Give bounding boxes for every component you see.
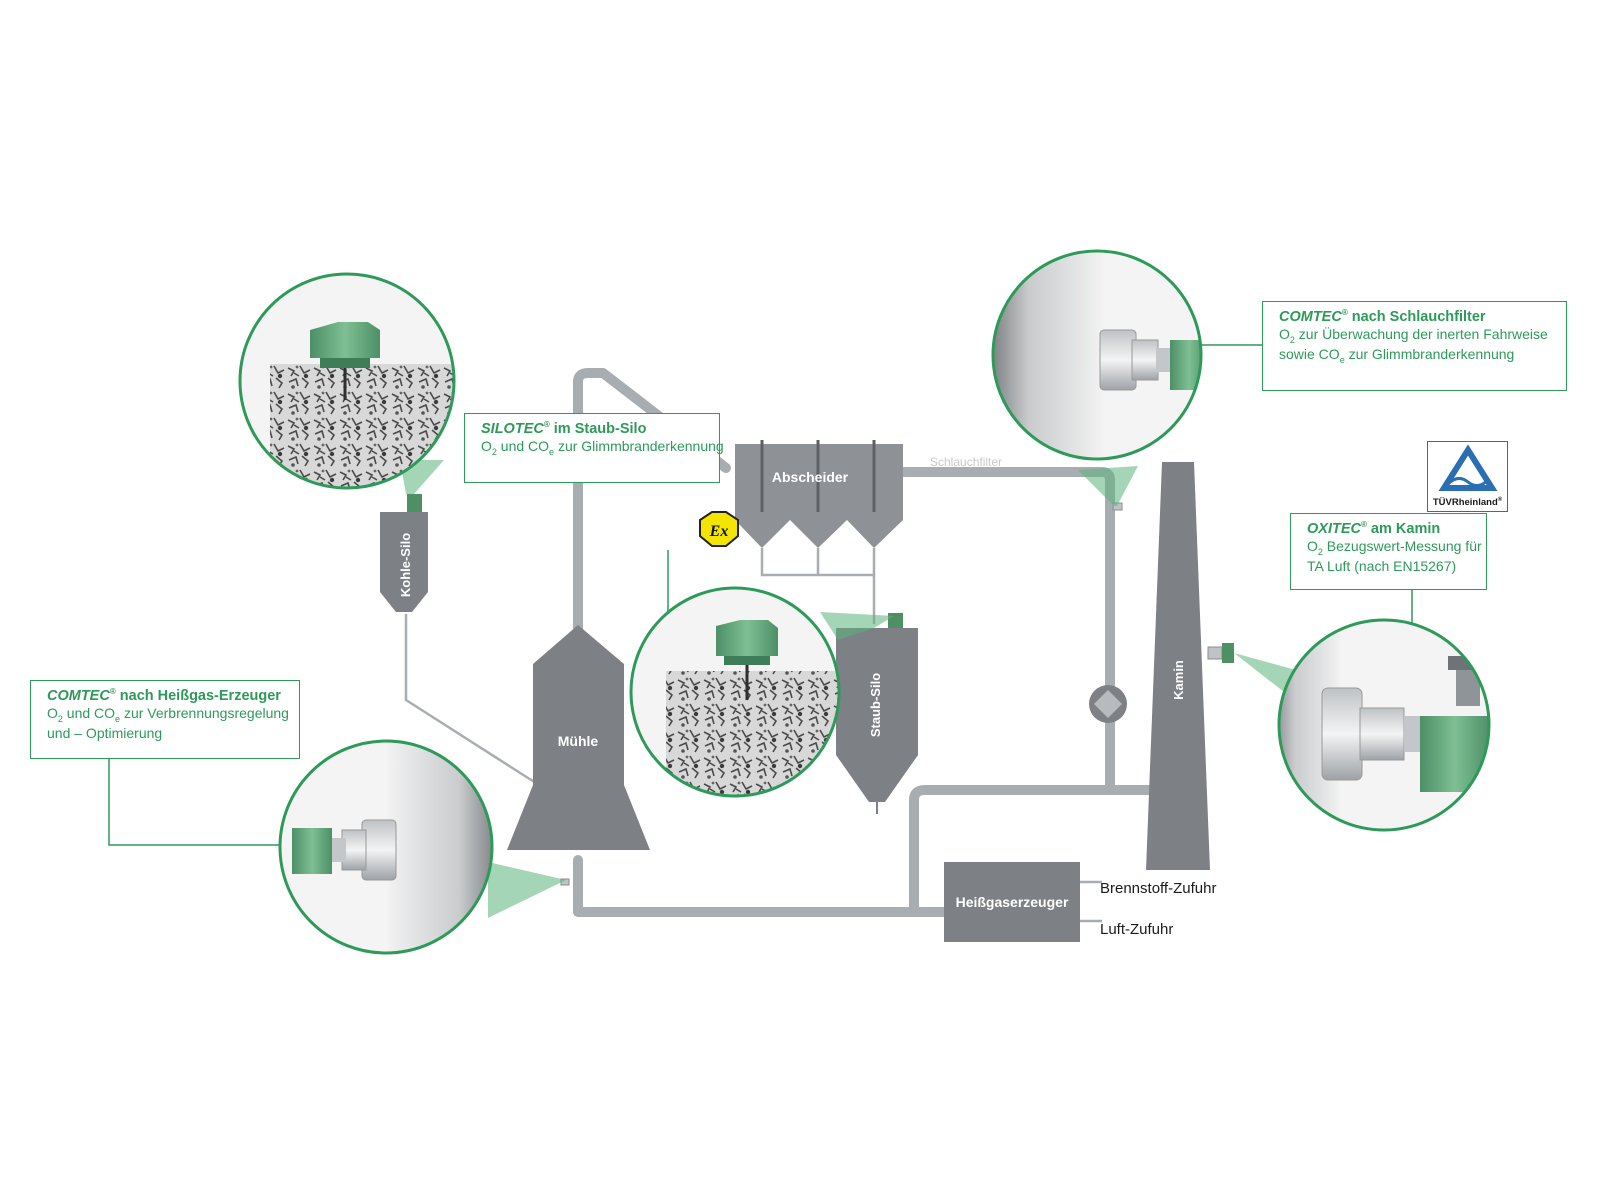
ex-hazard-icon: Ex [699,511,739,547]
tuv-triangle-icon [1438,444,1498,491]
detail-circle-oxitec [1277,618,1491,832]
sensor-marker-kamin-green [1222,643,1234,663]
connector-heissgas-box [108,758,282,846]
sensor-markers [560,502,1234,886]
comtec-schlauch-infobox: COMTEC® nach Schlauchfilter O2 zur Überw… [1262,301,1567,391]
pipe-muehle-to-abscheider [573,368,731,635]
kohle-silo-label: Kohle-Silo [398,533,413,597]
silotec-title: SILOTEC® im Staub-Silo [481,420,647,437]
staub-silo-label: Staub-Silo [868,673,883,737]
beam-heissgas [488,862,566,918]
comtec-heissgas-title: COMTEC® nach Heißgas-Erzeuger [47,687,281,704]
pipe-schlauch-to-kamin [1105,765,1165,795]
muehle-label: Mühle [558,733,599,749]
fan-icon [1089,685,1127,723]
comtec-heissgas-line2: und – Optimierung [47,725,163,742]
oxitec-line2: TA Luft (nach EN15267) [1307,558,1457,575]
pipe-abscheider-to-schlauchfilter [899,467,1115,775]
oxitec-infobox: OXITEC® am Kamin O2 Bezugswert-Messung f… [1290,513,1487,590]
schlauchfilter-label: Schlauchfilter [930,455,1002,469]
pipe-kamin-to-heissgas [909,785,1163,917]
heissgaserzeuger-label: Heißgaserzeuger [956,894,1069,910]
comtec-schlauch-title: COMTEC® nach Schlauchfilter [1279,308,1486,325]
line-kohlesilo-to-muehle [404,614,540,787]
comtec-heissgas-line1: O2 und COe zur Verbrennungsregelung [47,705,289,724]
pipe-heissgas-to-muehle [573,855,949,917]
silotec-description: O2 und COe zur Glimmbranderkennung [481,438,724,457]
brennstoff-zufuhr-label: Brennstoff-Zufuhr [1100,880,1216,897]
oxitec-title: OXITEC® am Kamin [1307,520,1441,537]
detail-circle-comtec-schlauch [991,249,1203,461]
comtec-schlauch-line1: O2 zur Überwachung der inerten Fahrweise [1279,326,1548,345]
tuv-rheinland-text: TÜVRheinland® [1432,496,1503,508]
comtec-schlauch-line2: sowie COe zur Glimmbranderkennung [1279,346,1515,365]
svg-text:Ex: Ex [709,523,729,540]
silo-sensor-icon [407,494,422,512]
thin-lines [404,548,1102,923]
luft-zufuhr-label: Luft-Zufuhr [1100,921,1173,938]
beam-staubsilo [820,612,894,640]
staub-silo: Staub-Silo [836,613,918,814]
kamin: Kamin [1146,462,1210,870]
silotec-infobox: SILOTEC® im Staub-Silo O2 und COe zur Gl… [464,413,724,483]
tuv-rheinland-badge: TÜVRheinland® [1427,441,1508,512]
kamin-label: Kamin [1171,660,1186,700]
staubsilo-sensor-icon [888,613,903,628]
kohle-silo: Kohle-Silo [380,494,428,612]
abscheider: Abscheider [735,440,903,548]
detail-circle-comtec-heissgas [278,739,494,955]
abscheider-label: Abscheider [772,469,849,485]
connector-lines [108,344,1413,846]
comtec-heissgas-infobox: COMTEC® nach Heißgas-Erzeuger O2 und COe… [30,680,300,759]
sensor-marker-kamin [1207,646,1223,660]
muehle: Mühle [507,625,650,850]
heissgaserzeuger: Heißgaserzeuger [944,862,1080,942]
line-abscheider-to-staubsilo [760,548,876,624]
detail-circle-staub-silo [629,586,841,798]
beam-schlauch [1078,466,1138,506]
oxitec-line1: O2 Bezugswert-Messung für [1307,538,1482,557]
